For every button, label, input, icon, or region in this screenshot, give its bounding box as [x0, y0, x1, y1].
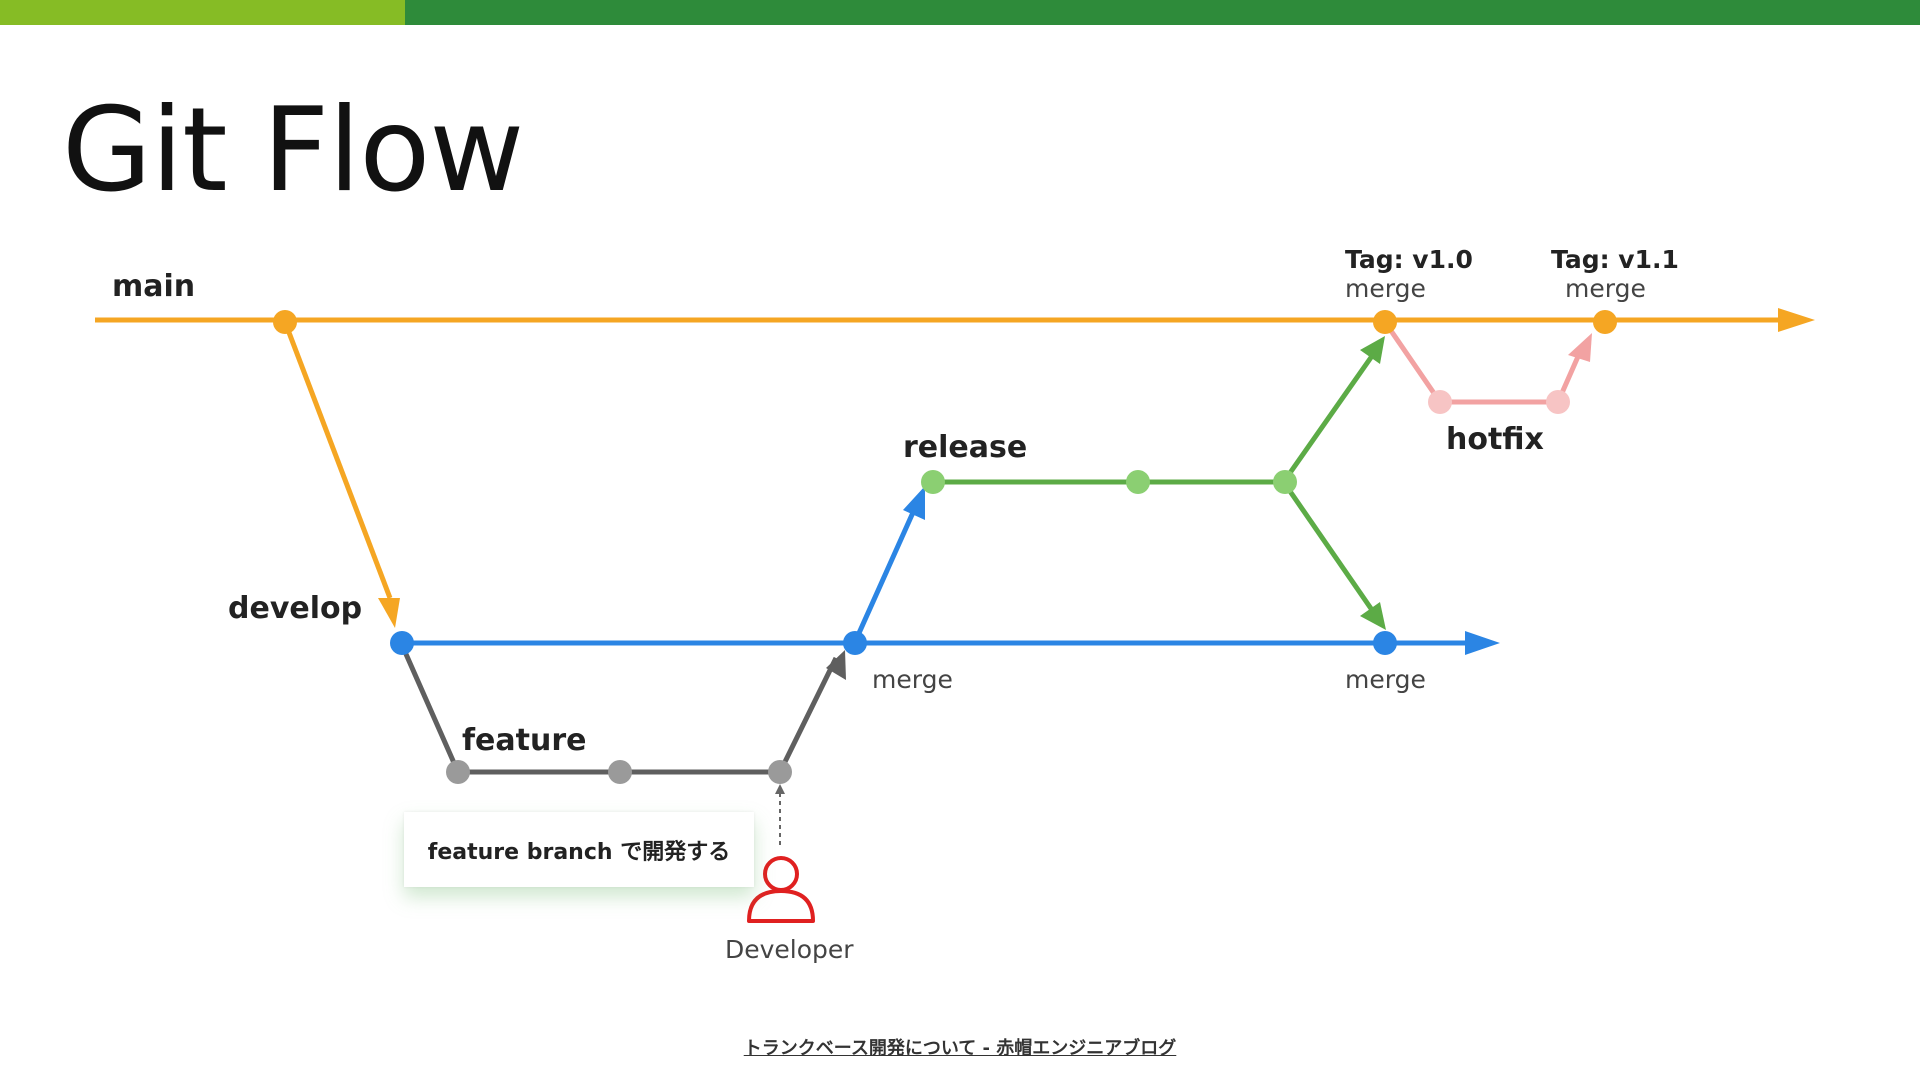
- develop-branch: develop merge merge: [228, 591, 1500, 694]
- develop-merge-label-1: merge: [872, 665, 953, 694]
- top-bar-main: [405, 0, 1920, 25]
- hotfix-commit-node: [1428, 390, 1452, 414]
- main-commit-node: [273, 310, 297, 334]
- release-to-main-line: [1282, 354, 1375, 482]
- main-merge-node-v1-1: [1593, 310, 1617, 334]
- main-branch: main: [95, 269, 1815, 332]
- release-branch: release: [852, 336, 1386, 644]
- develop-merge-node-2: [1373, 631, 1397, 655]
- release-to-develop-line: [1282, 482, 1375, 612]
- main-label: main: [112, 269, 195, 304]
- main-arrowhead: [1778, 308, 1815, 332]
- slide-title: Git Flow: [62, 83, 524, 218]
- top-bar: [0, 0, 1920, 25]
- tag-v1-1-merge: merge: [1565, 274, 1646, 303]
- feature-branch: feature: [399, 643, 846, 775]
- release-label: release: [903, 430, 1027, 465]
- tag-v1-1: Tag: v1.1 merge: [1551, 245, 1679, 303]
- feature-arrowhead: [826, 650, 846, 680]
- person-icon: [747, 856, 815, 923]
- release-commit-node: [1273, 470, 1297, 494]
- hotfix-arrowhead: [1568, 333, 1592, 362]
- develop-merge-label-2: merge: [1345, 665, 1426, 694]
- feature-branch-callout: feature branch で開発する: [404, 812, 754, 887]
- main-merge-node-v1-0: [1373, 310, 1397, 334]
- tag-v1-1-label: Tag: v1.1: [1551, 245, 1679, 274]
- source-link[interactable]: トランクベース開発について - 赤帽エンジニアブログ: [743, 1038, 1177, 1059]
- feature-label: feature: [462, 723, 586, 758]
- develop-arrowhead: [1465, 631, 1500, 655]
- develop-to-release-arrowhead: [903, 486, 925, 520]
- tag-v1-0-label: Tag: v1.0: [1345, 245, 1473, 274]
- develop-merge-node-1: [843, 631, 867, 655]
- develop-to-release-line: [852, 506, 918, 644]
- hotfix-branch: hotfix: [1382, 320, 1592, 457]
- top-bar-accent: [0, 0, 405, 25]
- hotfix-line: [1382, 320, 1583, 405]
- release-to-develop-arrowhead: [1360, 602, 1386, 630]
- main-to-develop: [282, 321, 400, 628]
- main-to-develop-arrowhead: [378, 598, 400, 628]
- release-to-main-arrowhead: [1360, 336, 1385, 364]
- hotfix-commit-node: [1546, 390, 1570, 414]
- develop-commit-node: [390, 631, 414, 655]
- tag-v1-0: Tag: v1.0 merge: [1345, 245, 1473, 303]
- developer: Developer: [725, 784, 854, 964]
- feature-commit-node: [608, 760, 632, 784]
- feature-commit-node: [768, 760, 792, 784]
- developer-pointer-arrowhead: [775, 784, 785, 794]
- feature-commit-node: [446, 760, 470, 784]
- developer-label: Developer: [725, 935, 854, 964]
- release-commit-node: [921, 470, 945, 494]
- hotfix-label: hotfix: [1446, 422, 1544, 457]
- release-commit-node: [1126, 470, 1150, 494]
- tag-v1-0-merge: merge: [1345, 274, 1426, 303]
- develop-label: develop: [228, 591, 362, 626]
- main-to-develop-line: [282, 321, 393, 599]
